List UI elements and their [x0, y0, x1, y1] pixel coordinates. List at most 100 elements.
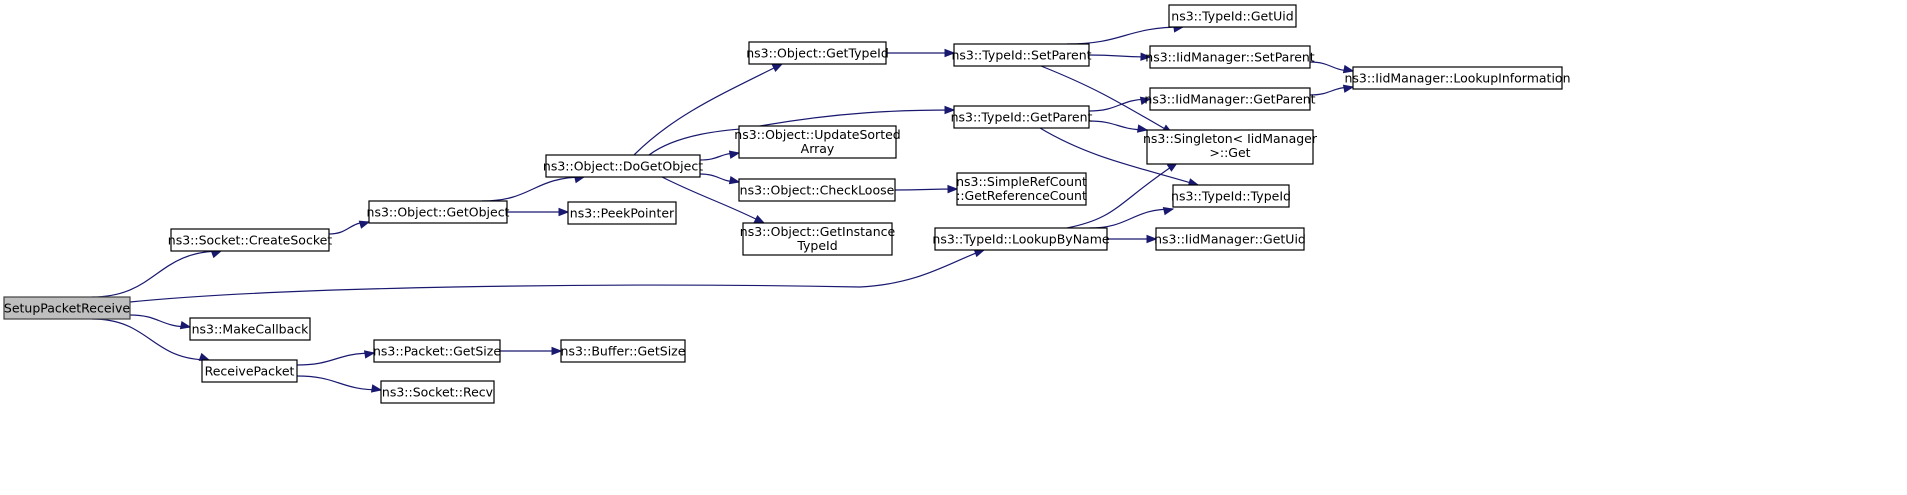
node-box — [567, 201, 677, 225]
edge-arrowhead — [944, 48, 956, 58]
edge-arrowhead — [1342, 84, 1355, 93]
node-label: SetupPacketReceive — [4, 301, 131, 316]
node-label: ReceivePacket — [205, 364, 295, 379]
node-label: ns3::IidManager::SetParent — [1145, 50, 1315, 65]
edge-receivepacket-to-pktgetsize — [296, 352, 375, 366]
node-pktgetsize[interactable]: ns3::Packet::GetSize — [373, 339, 501, 363]
node-box — [380, 380, 495, 404]
node-bufgetsize[interactable]: ns3::Buffer::GetSize — [560, 339, 686, 363]
edge-setparent-to-getuid — [1066, 26, 1184, 45]
edge-arrowhead — [358, 220, 371, 229]
edge-getobject-to-dogetobject — [481, 176, 585, 202]
edge-arrowhead — [210, 250, 223, 259]
node-box — [956, 172, 1087, 206]
node-box — [1149, 87, 1311, 111]
node-getparent[interactable]: ns3::TypeId::GetParent — [951, 105, 1093, 129]
node-box — [1149, 45, 1311, 69]
edge-getparent-to-typeidctor — [1039, 127, 1199, 186]
edge-arrowhead — [728, 150, 741, 159]
node-iidgetparent[interactable]: ns3::IidManager::GetParent — [1144, 87, 1316, 111]
node-box — [1172, 184, 1290, 208]
node-box — [738, 178, 896, 202]
node-label: ns3::Buffer::GetSize — [561, 344, 686, 359]
node-iidgetuid[interactable]: ns3::IidManager::GetUid — [1154, 227, 1306, 251]
edge-arrowhead — [728, 175, 741, 185]
edge-lookupbyname-to-typeidctor — [1088, 208, 1174, 229]
node-getobject[interactable]: ns3::Object::GetObject — [367, 200, 510, 224]
edge-arrowhead — [1136, 124, 1149, 133]
node-peekpointer[interactable]: ns3::PeekPointer — [567, 201, 677, 225]
node-getuid[interactable]: ns3::TypeId::GetUid — [1168, 4, 1297, 28]
edge-setup-to-lookupbyname — [129, 249, 985, 303]
node-singleton[interactable]: ns3::Singleton< IidManager>::Get — [1143, 129, 1318, 165]
edge-setup-to-receivepacket — [91, 318, 210, 361]
node-makecallback[interactable]: ns3::MakeCallback — [189, 317, 311, 341]
node-box — [748, 41, 887, 65]
node-label: ns3::TypeId::GetUid — [1171, 9, 1293, 24]
node-getrefcount[interactable]: ns3::SimpleRefCount::GetReferenceCount — [956, 172, 1087, 206]
node-box — [742, 222, 893, 256]
edge-arrowhead — [1146, 234, 1158, 244]
edge-lookupbyname-to-singleton — [1066, 162, 1178, 229]
node-box — [170, 228, 330, 252]
node-box — [201, 359, 298, 383]
node-lookupinfo[interactable]: ns3::IidManager::LookupInformation — [1344, 66, 1571, 90]
node-box — [738, 125, 897, 159]
node-label: ns3::Object::GetObject — [367, 205, 510, 220]
node-box — [368, 200, 508, 224]
node-box — [1168, 4, 1297, 28]
node-setparent[interactable]: ns3::TypeId::SetParent — [951, 43, 1092, 67]
edge-arrowhead — [363, 350, 376, 359]
edge-arrowhead — [551, 346, 563, 356]
node-gettypeid[interactable]: ns3::Object::GetTypeId — [746, 41, 889, 65]
edge-arrowhead — [973, 249, 986, 258]
node-label: ns3::Packet::GetSize — [373, 344, 501, 359]
node-label: ns3::Socket::Recv — [382, 385, 494, 400]
node-typeidctor[interactable]: ns3::TypeId::TypeId — [1171, 184, 1291, 208]
node-box — [934, 227, 1108, 251]
node-box — [545, 154, 701, 178]
edge-setparent-to-singleton — [1040, 65, 1173, 134]
edge-arrowhead — [1139, 96, 1152, 105]
node-dogetobject[interactable]: ns3::Object::DoGetObject — [543, 154, 703, 178]
node-box — [373, 339, 501, 363]
node-label: ns3::Socket::CreateSocket — [168, 233, 333, 248]
node-receivepacket[interactable]: ReceivePacket — [201, 359, 298, 383]
edge-dogetobject-to-gettypeid — [633, 63, 783, 156]
edge-arrowhead — [179, 320, 192, 330]
node-createsocket[interactable]: ns3::Socket::CreateSocket — [168, 228, 333, 252]
node-lookupbyname[interactable]: ns3::TypeId::LookupByName — [932, 227, 1110, 251]
node-label: ns3::MakeCallback — [192, 322, 310, 337]
node-box — [1352, 66, 1563, 90]
node-label: ns3::IidManager::GetUid — [1154, 232, 1306, 247]
edge-receivepacket-to-socketrecv — [296, 375, 382, 391]
node-label: ns3::TypeId::TypeId — [1171, 189, 1291, 204]
node-checkloose[interactable]: ns3::Object::CheckLoose — [738, 178, 896, 202]
node-box — [560, 339, 686, 363]
edge-arrowhead — [198, 352, 211, 361]
node-box — [953, 105, 1090, 129]
edge-arrowhead — [1342, 64, 1355, 74]
node-iidsetparent[interactable]: ns3::IidManager::SetParent — [1145, 45, 1315, 69]
node-box — [953, 43, 1090, 67]
edge-arrowhead — [753, 214, 766, 224]
edge-arrowhead — [771, 63, 784, 73]
node-socketrecv[interactable]: ns3::Socket::Recv — [380, 380, 495, 404]
edge-arrowhead — [558, 207, 570, 217]
nodes-layer: SetupPacketReceive ns3::Socket::CreateSoc… — [3, 4, 1571, 404]
edge-arrowhead — [1162, 206, 1175, 216]
node-box — [1155, 227, 1305, 251]
node-label: ns3::IidManager::LookupInformation — [1344, 71, 1570, 86]
edge-arrowhead — [370, 384, 383, 393]
node-label: ns3::Object::CheckLoose — [740, 183, 895, 198]
node-label: ns3::TypeId::LookupByName — [932, 232, 1109, 247]
node-label: ns3::Object::DoGetObject — [543, 159, 703, 174]
node-label: ns3::TypeId::GetParent — [951, 110, 1093, 125]
node-label: ns3::PeekPointer — [570, 206, 675, 221]
edge-arrowhead — [947, 184, 959, 194]
node-setup[interactable]: SetupPacketReceive — [3, 296, 131, 320]
